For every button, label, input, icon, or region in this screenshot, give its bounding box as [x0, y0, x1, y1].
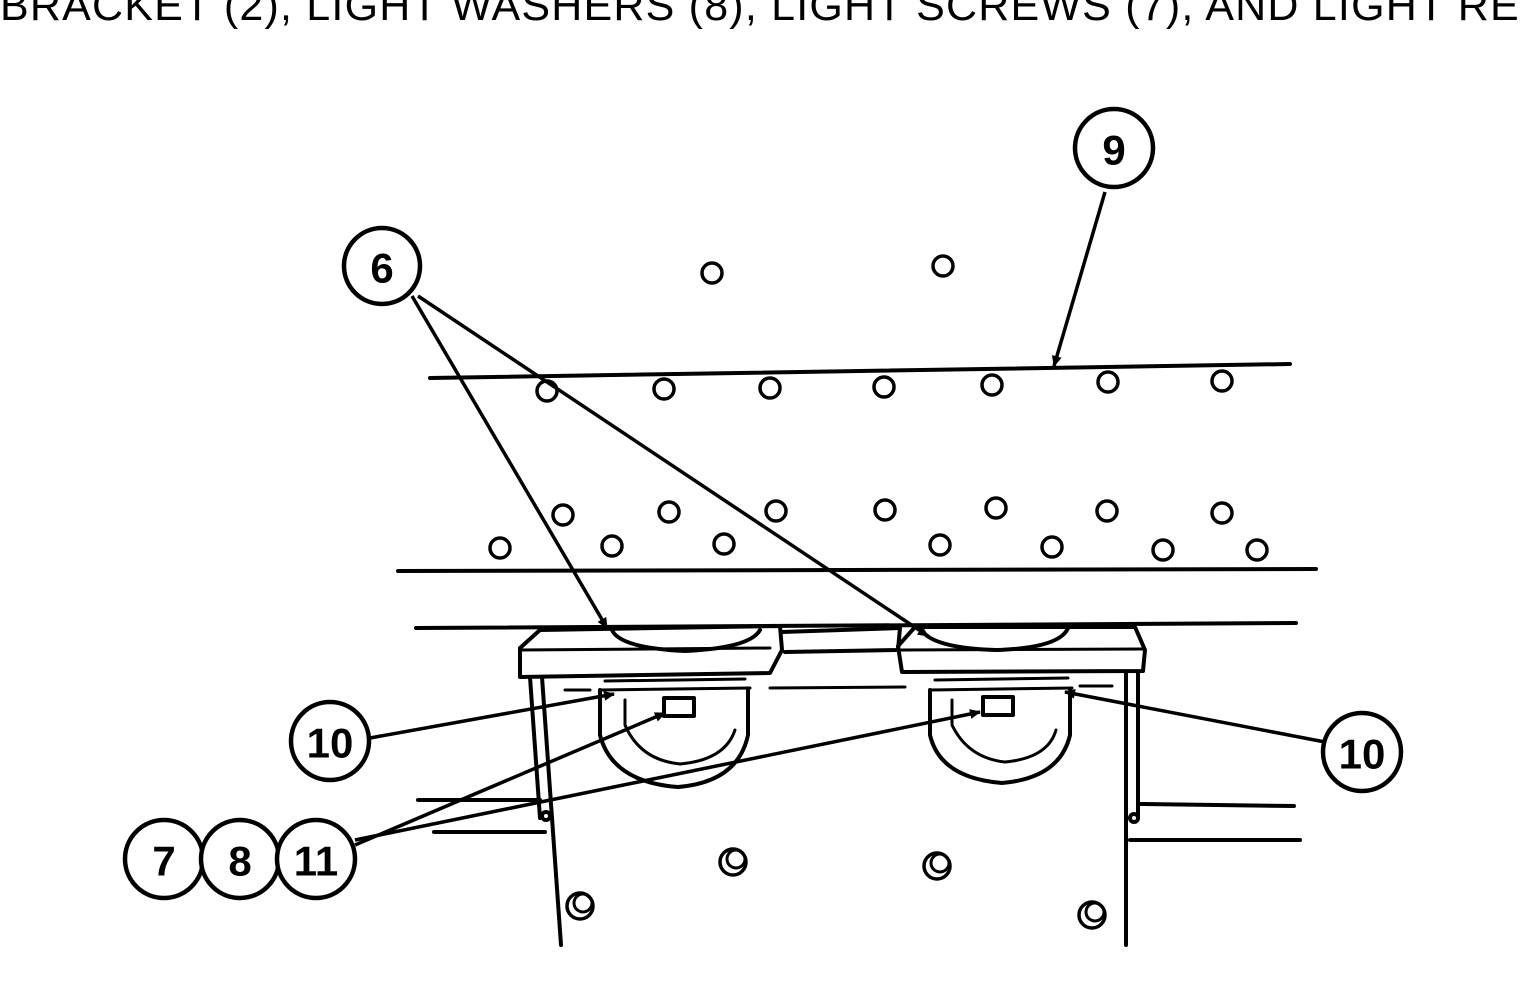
callout-6: 6 [341, 225, 423, 307]
mounting-holes [565, 847, 1107, 930]
leader-lines [354, 191, 1326, 847]
callout-8: 8 [198, 817, 282, 901]
callout-7: 7 [122, 817, 206, 901]
callout-8-label: 8 [228, 838, 251, 885]
callout-9: 9 [1072, 106, 1156, 190]
callout-6-label: 6 [370, 245, 393, 292]
light-housing-panel [396, 362, 1318, 630]
callout-7-label: 7 [152, 838, 175, 885]
callout-10-left-label: 10 [307, 720, 354, 767]
callout-10-right: 10 [1320, 710, 1404, 794]
callout-10-right-label: 10 [1339, 731, 1386, 778]
callout-11: 11 [274, 817, 358, 901]
panel-holes [488, 254, 1269, 562]
callout-11-label: 11 [294, 838, 338, 885]
callout-10-left: 10 [288, 699, 372, 783]
support-frame [416, 670, 1302, 947]
instruction-header-text: BRACKET (2), LIGHT WASHERS (8), LIGHT SC… [0, 0, 1521, 30]
bracket-assembly [518, 624, 1147, 789]
callout-9-label: 9 [1102, 127, 1125, 174]
